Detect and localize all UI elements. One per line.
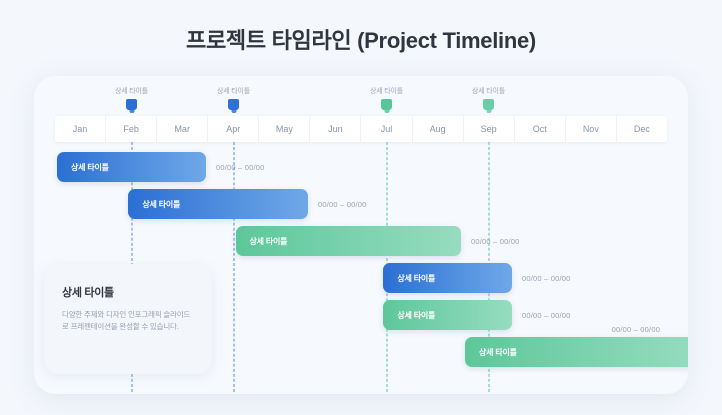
gantt-bar-label: 상세 타이틀 [142,199,181,209]
milestone-pin-icon [483,99,494,110]
month-label: Dec [633,124,650,134]
description-card-title: 상세 타이틀 [62,287,114,299]
month-cell-may[interactable]: May [259,116,311,142]
milestone-label: 상세 타이틀 [472,88,505,95]
month-cell-jul[interactable]: Jul [361,116,413,142]
month-label: May [275,124,293,134]
timeline-row: 상세 타이틀 00/00 – 00/00 [55,189,667,219]
month-cell-jan[interactable]: Jan [55,116,107,142]
timeline-row: 상세 타이틀 00/00 – 00/00 [55,263,667,293]
month-cell-aug[interactable]: Aug [413,116,464,142]
milestone-pin-icon [381,99,392,110]
month-label: Sep [480,124,497,134]
gantt-bar-date-range: 00/00 – 00/00 [522,273,571,283]
month-cell-apr[interactable]: Apr [208,116,260,142]
month-label: Mar [174,124,190,134]
milestone-label: 상세 타이틀 [370,88,403,95]
gantt-bar[interactable]: 상세 타이틀 [383,263,512,293]
description-card-body: 다양한 주제와 디자인 인포그래픽 슬라이드로 프레젠테이션을 완성할 수 있습… [62,310,191,332]
month-cell-jun[interactable]: Jun [310,116,362,142]
month-label: Jan [72,124,88,134]
milestone-pin-icon [228,99,239,110]
gantt-bar-label: 상세 타이틀 [249,236,288,246]
month-cell-oct[interactable]: Oct [515,116,566,142]
milestone-pin-icon [126,99,137,110]
month-header-row: Jan Feb Mar Apr May Jun Jul Aug Sep Oct Nov Dec [55,116,667,142]
milestone-marker-row: 상세 타이틀 상세 타이틀 상세 타이틀 상세 타이틀 [34,76,688,116]
month-label: Aug [429,124,446,134]
gantt-bar-date-range: 00/00 – 00/00 [216,162,265,172]
guide-line-apr [233,142,234,392]
month-label: Nov [582,124,599,134]
timeline-row: 상세 타이틀 00/00 – 00/00 [55,325,688,367]
milestone-sep[interactable]: 상세 타이틀 [449,86,529,110]
month-cell-sep[interactable]: Sep [464,116,515,142]
month-cell-feb[interactable]: Feb [106,116,158,142]
gantt-bar-date-range: 00/00 – 00/00 [471,236,520,246]
gantt-bar-date-range: 00/00 – 00/00 [522,310,571,320]
page-title: 프로젝트 타임라인 (Project Timeline) [186,28,536,53]
gantt-bar[interactable]: 상세 타이틀 [383,300,512,330]
gantt-bar[interactable]: 상세 타이틀 [235,226,461,256]
gantt-bar-label: 상세 타이틀 [479,347,517,357]
description-card[interactable]: 상세 타이틀 다양한 주제와 디자인 인포그래픽 슬라이드로 프레젠테이션을 완… [44,264,212,374]
milestone-jul[interactable]: 상세 타이틀 [347,86,427,110]
gantt-bar[interactable]: 상세 타이틀 [128,189,308,219]
milestone-apr[interactable]: 상세 타이틀 [194,86,274,110]
gantt-bar-date-range: 00/00 – 00/00 [318,199,367,209]
timeline-row: 상세 타이틀 00/00 – 00/00 [55,226,667,256]
milestone-feb[interactable]: 상세 타이틀 [92,86,172,110]
month-label: Jun [328,124,343,134]
milestone-label: 상세 타이틀 [217,88,250,95]
month-cell-mar[interactable]: Mar [157,116,209,142]
milestone-label: 상세 타이틀 [115,88,148,95]
timeline-row: 상세 타이틀 00/00 – 00/00 [55,300,667,330]
gantt-bar-date-range: 00/00 – 00/00 [611,324,661,334]
month-cell-dec[interactable]: Dec [617,116,667,142]
month-label: Jul [380,124,393,134]
gantt-bar[interactable]: 상세 타이틀 [57,152,206,182]
gantt-bar-label: 상세 타이틀 [397,310,436,320]
timeline-row: 상세 타이틀 00/00 – 00/00 [55,152,667,182]
month-label: Feb [123,124,139,134]
gantt-bar-label: 상세 타이틀 [397,273,436,283]
month-cell-nov[interactable]: Nov [566,116,617,142]
gantt-bar-label: 상세 타이틀 [71,162,109,172]
gantt-bar[interactable]: 상세 타이틀 [465,337,688,367]
month-label: Apr [226,124,241,134]
month-label: Oct [532,124,547,134]
